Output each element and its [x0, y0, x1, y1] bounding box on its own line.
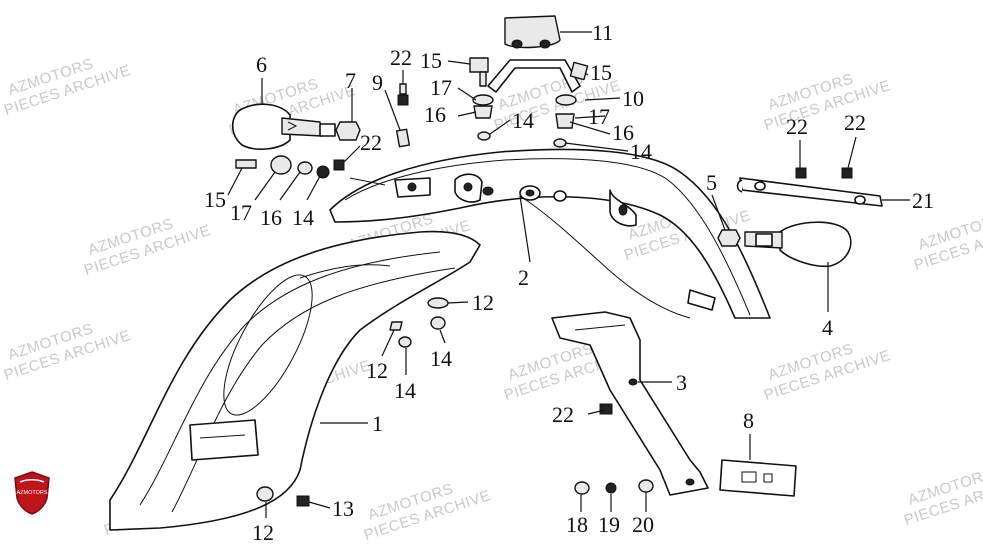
- callout-22-bottom: 22: [552, 402, 574, 427]
- callout-10: 10: [622, 86, 644, 111]
- shield-icon: [14, 471, 50, 515]
- callout-18: 18: [566, 512, 588, 537]
- part-8-reflector: [719, 459, 797, 497]
- part-11-bracket-cover: [504, 15, 561, 49]
- callout-5: 5: [706, 170, 717, 195]
- hardware-top-left: [469, 57, 494, 141]
- part-21-bracket: [736, 167, 883, 207]
- callout-22-right-a: 22: [786, 114, 808, 139]
- callout-1: 1: [372, 411, 383, 436]
- callout-17-left: 17: [230, 200, 252, 225]
- callout-15-left: 15: [204, 187, 226, 212]
- callout-12-lower: 12: [366, 358, 388, 383]
- callout-12-center: 12: [472, 290, 494, 315]
- callout-22-right-b: 22: [844, 110, 866, 135]
- hardware-left-stack: [235, 155, 345, 179]
- callout-15-top-right: 15: [590, 60, 612, 85]
- part-7-nut: [335, 121, 361, 141]
- callout-14-lower-b: 14: [430, 346, 452, 371]
- callout-14-top-left: 14: [512, 108, 534, 133]
- callout-7: 7: [345, 68, 356, 93]
- callout-16-left: 16: [260, 205, 282, 230]
- callout-14-top-right: 14: [630, 139, 652, 164]
- callout-13: 13: [332, 496, 354, 521]
- part-22-bolt-top: [397, 83, 409, 106]
- callout-6: 6: [256, 52, 267, 77]
- logo-text: AZMOTORS: [16, 490, 47, 496]
- hardware-center: [256, 297, 654, 507]
- callout-11: 11: [592, 20, 613, 45]
- part-4-right-turn-signal: [744, 221, 852, 268]
- callout-17-top-right: 17: [588, 104, 610, 129]
- callout-16-top-right: 16: [612, 120, 634, 145]
- callout-labels: 11 15 15 22 9 6 7 17 10 16 17 14 16 14 2…: [204, 20, 934, 545]
- callout-14-left: 14: [292, 205, 314, 230]
- callout-16-top-left: 16: [424, 102, 446, 127]
- callout-15-top-left: 15: [420, 48, 442, 73]
- callout-17-top-left: 17: [430, 75, 452, 100]
- callout-12-bottom: 12: [252, 520, 274, 545]
- part-3-rear-bracket: [551, 311, 709, 496]
- callout-3: 3: [676, 370, 687, 395]
- leader-lines: [227, 31, 910, 518]
- callout-4: 4: [822, 315, 833, 340]
- callout-2: 2: [518, 265, 529, 290]
- part-2-main-fender: [329, 148, 771, 319]
- part-10-mount-bracket: [487, 59, 581, 93]
- hardware-top-right: [553, 61, 589, 148]
- callout-21: 21: [912, 188, 934, 213]
- shield-highlight-icon: [19, 479, 45, 483]
- callout-19: 19: [598, 512, 620, 537]
- callout-22-top: 22: [390, 45, 412, 70]
- part-6-left-turn-signal: [231, 103, 336, 150]
- azmotors-logo: AZMOTORS: [14, 471, 50, 515]
- callout-14-lower-a: 14: [394, 378, 416, 403]
- callout-9: 9: [372, 70, 383, 95]
- part-9-stud: [395, 128, 411, 148]
- callout-20: 20: [632, 512, 654, 537]
- part-1-inner-fender: [109, 230, 481, 531]
- callout-22-left: 22: [360, 130, 382, 155]
- callout-8: 8: [743, 408, 754, 433]
- part-5-nut: [717, 229, 741, 247]
